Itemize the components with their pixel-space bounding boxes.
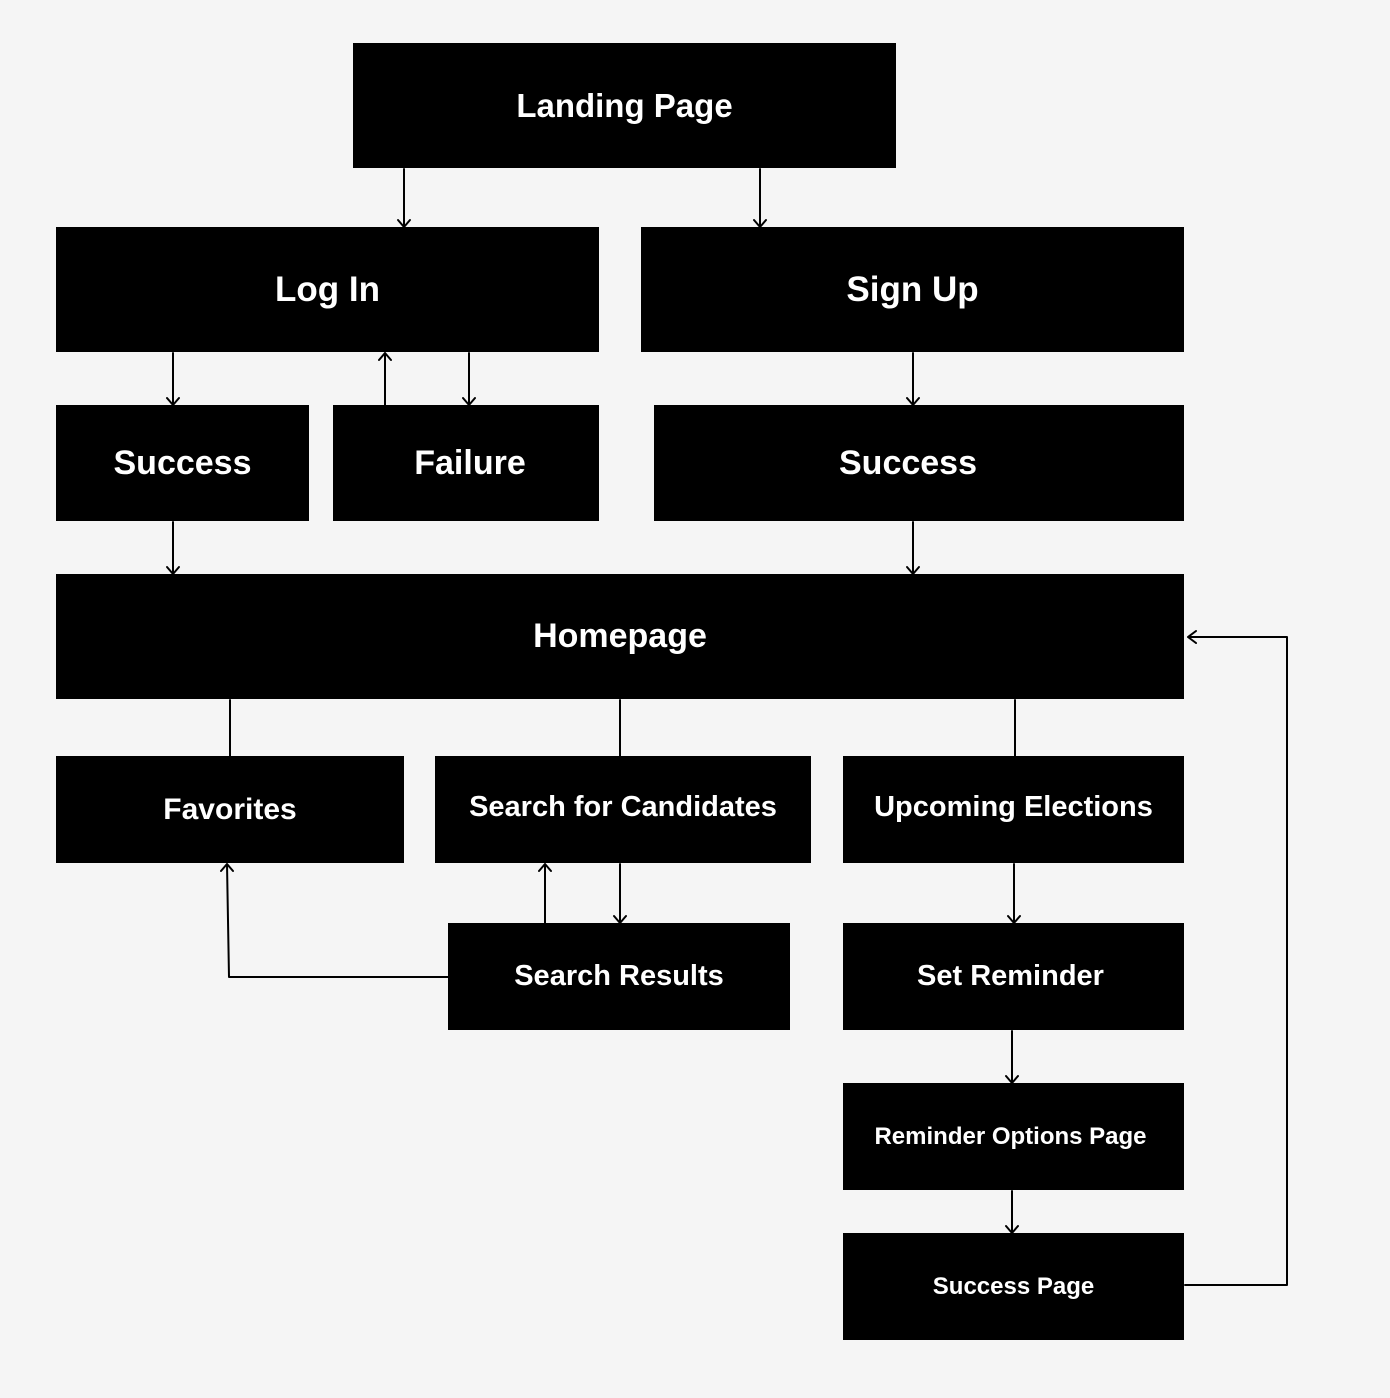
log-in-label: Log In (275, 269, 380, 309)
arrow-reminder-to-options (1005, 1030, 1019, 1084)
arrow-success-page-to-homepage (1184, 630, 1288, 1286)
arrow-search-to-results (613, 863, 627, 924)
arrow-login-to-failure (462, 352, 476, 406)
arrow-login-success-to-homepage (166, 521, 180, 575)
arrow-failure-to-login (378, 352, 392, 406)
arrow-landing-to-login (397, 168, 411, 228)
arrow-login-to-success (166, 352, 180, 406)
landing-page-box: Landing Page (353, 43, 896, 168)
login-failure-box: Failure (333, 405, 599, 521)
arrow-signup-to-success (906, 352, 920, 406)
favorites-box: Favorites (56, 756, 404, 863)
homepage-box: Homepage (56, 574, 1184, 699)
search-for-candidates-box: Search for Candidates (435, 756, 811, 863)
upcoming-elections-box: Upcoming Elections (843, 756, 1184, 863)
sign-up-label: Sign Up (846, 269, 979, 309)
landing-page-label: Landing Page (516, 86, 733, 124)
search-results-label: Search Results (514, 960, 724, 992)
set-reminder-label: Set Reminder (917, 960, 1104, 992)
sign-up-box: Sign Up (641, 227, 1184, 352)
upcoming-elections-label: Upcoming Elections (874, 791, 1153, 823)
arrow-landing-to-signup (753, 168, 767, 228)
favorites-label: Favorites (163, 792, 297, 826)
signup-success-label: Success (839, 443, 977, 482)
log-in-box: Log In (56, 227, 599, 352)
arrow-upcoming-to-reminder (1007, 863, 1021, 924)
login-success-box: Success (56, 405, 309, 521)
success-page-box: Success Page (843, 1233, 1184, 1340)
homepage-label: Homepage (533, 617, 707, 655)
arrow-results-to-search (538, 863, 552, 924)
arrow-options-to-success-page (1005, 1190, 1019, 1234)
login-failure-label: Failure (414, 443, 526, 482)
reminder-options-page-label: Reminder Options Page (874, 1122, 1147, 1150)
arrow-results-to-favorites (220, 863, 449, 978)
arrow-signup-success-to-homepage (906, 521, 920, 575)
signup-success-box: Success (654, 405, 1184, 521)
search-for-candidates-label: Search for Candidates (469, 791, 777, 823)
login-success-label: Success (113, 443, 252, 482)
reminder-options-page-box: Reminder Options Page (843, 1083, 1184, 1190)
success-page-label: Success Page (932, 1272, 1095, 1300)
set-reminder-box: Set Reminder (843, 923, 1184, 1030)
search-results-box: Search Results (448, 923, 790, 1030)
